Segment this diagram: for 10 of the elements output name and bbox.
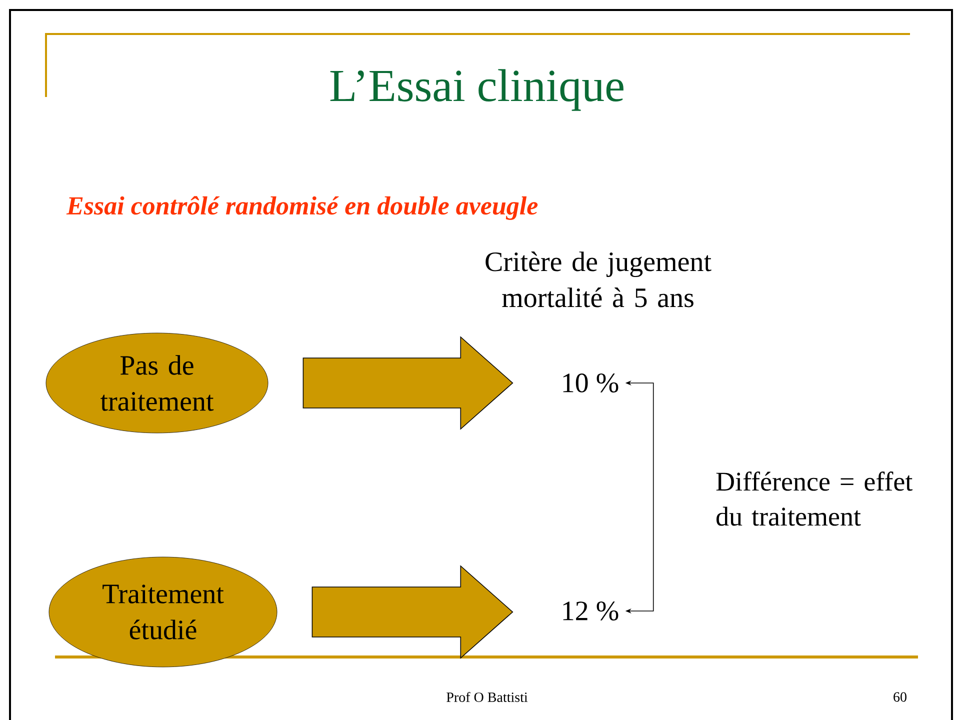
slide-title: L’Essai clinique xyxy=(330,69,624,111)
page-number: 60 xyxy=(894,692,906,702)
block-arrow xyxy=(312,565,514,659)
percent-value: 10 % xyxy=(563,374,618,392)
subtitle: Essai contrôlé randomisé en double aveugle xyxy=(66,196,538,220)
edge-label: Différence = effet du traitement xyxy=(716,472,913,526)
footer-author: Prof O Battisti xyxy=(446,692,528,702)
block-arrow xyxy=(302,336,514,430)
criterion-text: Critère de jugement mortalité à 5 ans xyxy=(486,252,712,308)
percent-value: 12 % xyxy=(563,602,618,620)
